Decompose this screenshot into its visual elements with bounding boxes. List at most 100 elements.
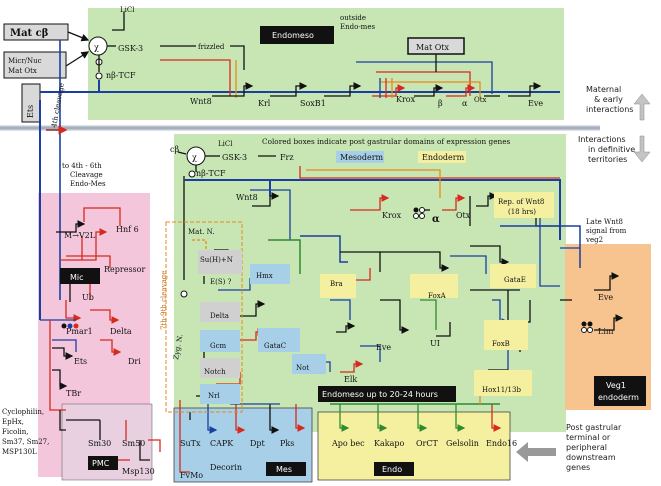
- cb-mid: cβ: [170, 145, 179, 154]
- ui-label: UI: [430, 339, 440, 348]
- pmc-genes-3: Ficolin,: [2, 428, 28, 436]
- wnt8-top: Wnt8: [190, 97, 212, 106]
- chi-mid-label: χ: [192, 153, 197, 162]
- post-gastrular-arrow: [516, 442, 556, 462]
- fourth-cleavage: 4th cleavage: [50, 82, 66, 128]
- ets-mid-label: Ets: [74, 357, 87, 366]
- gsk3-top: GSK-3: [118, 44, 143, 53]
- chi-top-label: χ: [94, 43, 99, 52]
- outside-label-2: Endo-mes: [340, 23, 375, 31]
- rep-wnt8-box: [494, 192, 554, 218]
- endo16-label: Endo16: [486, 439, 517, 448]
- eve-mid: Eve: [376, 343, 391, 352]
- delta-mic-label: Delta: [110, 327, 132, 336]
- gcm-label: Gcm: [210, 342, 227, 350]
- gelsolin-label: Gelsolin: [446, 439, 479, 448]
- hox-label: Hox11/13b: [482, 386, 521, 394]
- veg1-box: [594, 376, 646, 406]
- mesoderm-legend-label: Mesoderm: [340, 153, 384, 162]
- top-network-lines: [39, 12, 560, 320]
- endomeso-bottom-label: Endomeso up to 20-24 hours: [322, 390, 438, 399]
- orct-label: OrCT: [416, 439, 439, 448]
- tbr-label: TBr: [66, 389, 81, 398]
- mat-n-label: Mat. N.: [188, 228, 215, 236]
- post-gastrular-2: terminal or: [566, 433, 611, 442]
- capk-label: CAPK: [210, 439, 234, 448]
- mat-otx-label: Mat Otx: [416, 43, 449, 52]
- lim-label: Lim: [598, 327, 614, 336]
- pmc-label: PMC: [92, 459, 110, 468]
- alpha-top: α: [462, 99, 468, 108]
- otx-top: Otx: [474, 96, 487, 104]
- nbtcf-top-node: [95, 72, 103, 80]
- m-v2l-label: M→V2L: [64, 231, 96, 240]
- frz-label: Frz: [280, 153, 294, 162]
- nrl-label: Nrl: [208, 392, 220, 400]
- pmc-genes-2: EpHx,: [2, 418, 24, 426]
- micr-nuc-label-2: Mat Otx: [8, 67, 37, 75]
- suh-n-label: Su(H)+N: [200, 256, 233, 264]
- not-box: [292, 354, 326, 374]
- late-wnt8-3: veg2: [585, 236, 603, 244]
- soxb1-label: SoxB1: [300, 99, 326, 108]
- definitive-label-2: in definitive: [588, 145, 635, 154]
- maternal-label: Maternal: [586, 85, 621, 94]
- sutx-label: SuTx: [180, 439, 201, 448]
- msp130-label: Msp130: [122, 467, 155, 476]
- nrl-box: [200, 384, 240, 404]
- nbtcf-mid: nβ-TCF: [196, 169, 226, 178]
- micr-nuc-box: [3, 51, 67, 79]
- licl-mid: LiCl: [218, 140, 233, 148]
- notch-label: Notch: [204, 368, 226, 376]
- late-wnt8: Late Wnt8: [586, 218, 623, 226]
- nbtcf-top: nβ-TCF: [106, 71, 136, 80]
- endoderm-legend-label: Endoderm: [422, 153, 465, 162]
- otx-mid: Otx: [456, 211, 471, 220]
- decorin-label: Decorin: [210, 463, 242, 472]
- dpt-label: Dpt: [250, 439, 266, 448]
- pmc-genes-4: Sm37, Sm27,: [2, 438, 49, 446]
- ets-top-label: Ets: [26, 105, 35, 118]
- post-gastrular-4: downstream: [566, 453, 616, 462]
- gcm-box: [200, 330, 240, 352]
- frizzled-label: frizzled: [198, 43, 225, 51]
- elk-label: Elk: [344, 375, 357, 384]
- gsk3-mid: GSK-3: [222, 153, 247, 162]
- wnt8-mid: Wnt8: [236, 193, 258, 202]
- pmc-genes-1: Cyclophilin,: [2, 408, 44, 416]
- fvmo-label: FvMo: [180, 471, 203, 480]
- hmx-box: [250, 264, 290, 284]
- sm50-label: Sm50: [122, 439, 145, 448]
- gatac-label: GataC: [264, 342, 286, 350]
- mes-label: Mes: [276, 465, 292, 474]
- definitive-label: Interactions: [578, 135, 626, 144]
- eve-veg1: Eve: [598, 293, 613, 302]
- cleavage-7-9: 7th-9th cleavage: [160, 271, 168, 330]
- pmc-box: [88, 456, 118, 470]
- gatae-label: GataE: [504, 276, 526, 284]
- mes-box: [266, 462, 306, 476]
- mesoderm-legend-box: [336, 151, 384, 163]
- repressor-label: Repressor: [104, 265, 145, 274]
- rep-wnt8-label: Rep. of Wnt8: [498, 198, 544, 206]
- delta-mes-label: Delta: [210, 312, 229, 320]
- gatac-box: [258, 328, 300, 352]
- colored-boxes-note: Colored boxes indicate post gastrular do…: [262, 137, 511, 146]
- zygotic-n-region: [165, 221, 243, 413]
- krox-mid: Krox: [382, 211, 402, 220]
- endo-label: Endo: [382, 465, 402, 474]
- cleavage-4-6: to 4th - 6th: [62, 162, 102, 170]
- foxa-box: [410, 274, 458, 298]
- endoderm-legend-box: [418, 151, 466, 163]
- pmc-genes-5: MSP130L: [2, 448, 37, 456]
- definitive-label-3: territories: [588, 155, 627, 164]
- veg1-label: Veg1: [606, 381, 626, 390]
- delta-mes-box: [200, 302, 240, 322]
- licl-top: LiCl: [120, 6, 135, 14]
- beta-top: β: [438, 99, 443, 108]
- post-gastrular-1: Post gastrular: [566, 423, 622, 432]
- cleavage-4-6-2: Cleavage: [70, 171, 103, 179]
- sm30-label: Sm30: [88, 439, 111, 448]
- dri-label: Dri: [128, 357, 141, 366]
